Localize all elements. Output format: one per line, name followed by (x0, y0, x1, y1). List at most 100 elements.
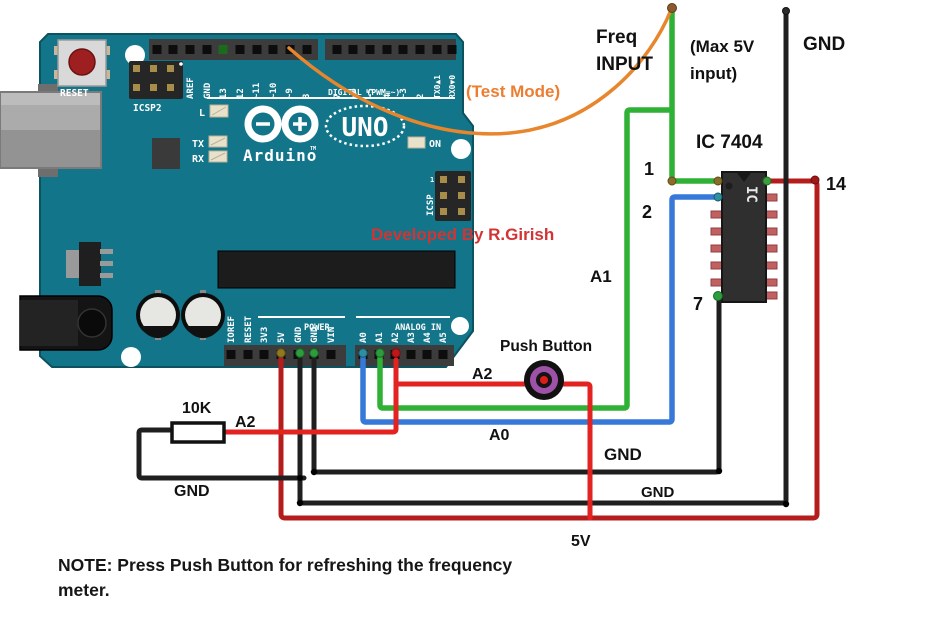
icsp2-header (129, 61, 183, 99)
pin-label: 12 (236, 88, 246, 99)
wire-gnd-resistor (136, 427, 307, 481)
icsp-header (435, 171, 471, 221)
pin-label: A2 (391, 332, 401, 343)
pin-label: RESET (244, 315, 254, 343)
led-on-label: ON (429, 139, 441, 150)
arduino-tm: TM (310, 146, 316, 152)
ic-marking: IC (743, 186, 759, 203)
pin7-label: 7 (693, 294, 704, 314)
uno-label: UNO (342, 113, 389, 143)
ic-7404: IC (710, 171, 778, 303)
pin-label: IOREF (227, 316, 237, 343)
pin14-label: 14 (826, 174, 847, 194)
pin2-label: 2 (642, 202, 653, 222)
pin-label: TX0▲1 (433, 75, 442, 99)
power-header (224, 345, 346, 366)
crystal (152, 138, 180, 169)
pin1-label: 1 (644, 159, 655, 179)
reset-label: RESET (60, 88, 89, 99)
pin-label: A0 (359, 332, 369, 343)
a1-label: A1 (590, 267, 612, 286)
push-button-label: Push Button (500, 338, 593, 355)
pin-label: GND (203, 82, 213, 99)
pin-label: ~5 (366, 88, 376, 99)
pin-label: ~10 (269, 83, 279, 99)
pin-label: RX0▼0 (448, 75, 457, 99)
note-text: NOTE: Press Push Button for refreshing t… (58, 555, 513, 600)
atmega-chip (217, 250, 456, 289)
led-rx (208, 150, 228, 163)
power-label: POWER (304, 323, 330, 333)
capacitor (136, 290, 180, 340)
wire-a2-red (221, 357, 399, 435)
pin-label: ~3 (399, 88, 409, 99)
wire-a0-blue (360, 194, 722, 425)
gnd-top-label: GND (803, 34, 846, 55)
max-input-label: (Max 5V input) (690, 37, 755, 83)
ic-body (721, 171, 767, 303)
mount-hole (451, 317, 469, 335)
wire-button-left-red (393, 381, 543, 390)
resistor-value-label: 10K (182, 400, 212, 417)
gnd-resistor-label: GND (174, 483, 210, 500)
wire-button-right-red (545, 381, 593, 521)
developed-by-label: Developed By R.Girish (371, 225, 555, 244)
led-on (407, 136, 426, 149)
wire-test-orange (287, 8, 673, 136)
a0-label: A0 (489, 427, 510, 444)
gnd-mid-label: GND (604, 445, 642, 464)
arduino-board: RESET ICSP2 (0, 33, 474, 368)
push-button (524, 360, 564, 400)
mount-hole (121, 347, 141, 367)
mount-hole (125, 45, 145, 65)
arduino-logo-text: Arduino (243, 146, 317, 165)
gnd-low-label: GND (641, 484, 675, 501)
icsp2-label: ICSP2 (133, 103, 162, 114)
usb-port (0, 84, 102, 177)
pin-label: A4 (423, 332, 433, 343)
pin-label: 3V3 (260, 327, 270, 343)
pin-label: A3 (407, 332, 417, 343)
arduino-logo (244, 105, 319, 143)
uno-badge: UNO (324, 104, 406, 148)
reset-button (54, 39, 110, 87)
wire-a1-green (377, 107, 674, 411)
voltage-regulator (66, 242, 113, 286)
capacitor (181, 290, 225, 340)
pin-label: ~11 (252, 83, 262, 99)
analog-header (355, 345, 454, 366)
pin-label: A1 (375, 332, 385, 343)
power-jack (19, 295, 113, 351)
resistor-10k (170, 421, 226, 444)
icsp-label: ICSP (426, 194, 436, 216)
junction-dots (276, 3, 820, 508)
pin-label: GND (294, 326, 304, 343)
pin-label: VIN (327, 327, 337, 343)
led-l (209, 104, 229, 118)
pin-label: 7 (333, 94, 343, 99)
mount-hole (451, 139, 471, 159)
led-tx-label: TX (192, 139, 204, 150)
pin-label: AREF (186, 77, 196, 99)
digital-header (149, 39, 457, 66)
analog-label: ANALOG IN (395, 323, 441, 333)
pin-label: 2 (416, 94, 426, 99)
digital-label: DIGITAL (PWM=~) (328, 88, 400, 97)
a2-button-label: A2 (472, 366, 493, 383)
a2-resistor-label: A2 (235, 414, 256, 431)
ic-title-label: IC 7404 (696, 132, 763, 153)
pin-label: 8 (302, 94, 312, 99)
test-mode-label: (Test Mode) (466, 82, 561, 101)
pin-label: 13 (219, 88, 229, 99)
freq-input-label: Freq INPUT (596, 27, 653, 75)
led-l-label: L (199, 108, 205, 119)
five-v-label: 5V (571, 533, 591, 550)
icsp-pin1-label: 1 (430, 176, 434, 184)
pin-label: A5 (439, 332, 449, 343)
pin-label: GND (310, 326, 320, 343)
led-rx-label: RX (192, 154, 204, 165)
pin-label: ~9 (285, 88, 295, 99)
pin-label: 4 (383, 93, 393, 99)
